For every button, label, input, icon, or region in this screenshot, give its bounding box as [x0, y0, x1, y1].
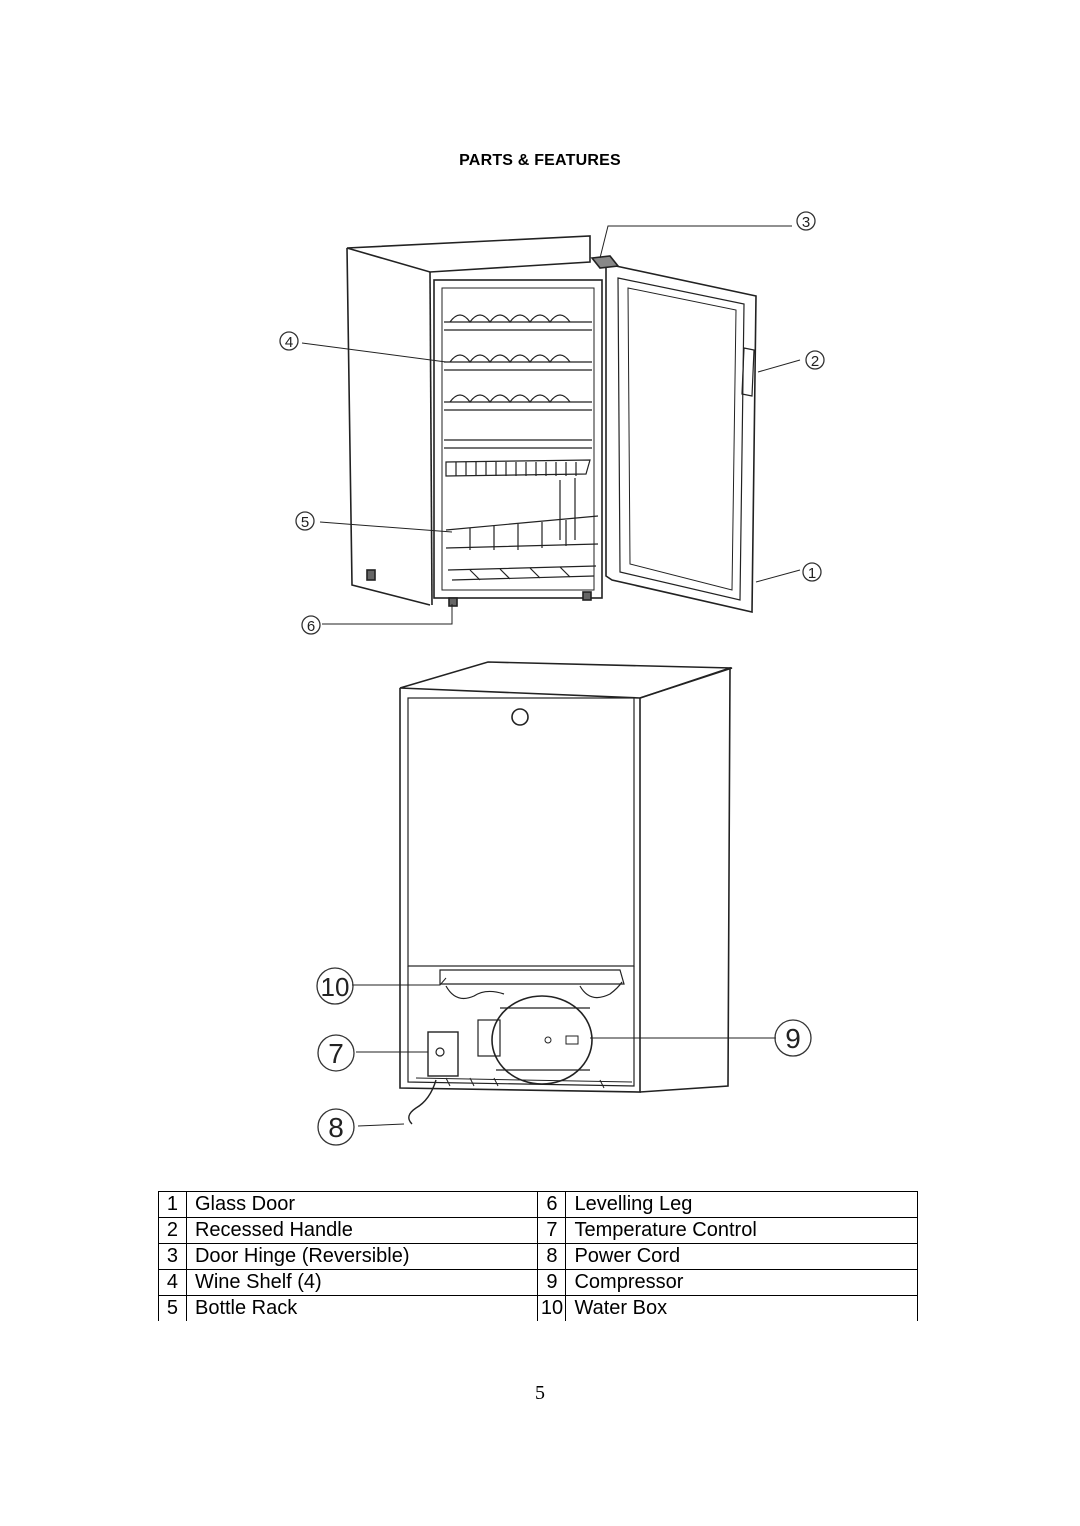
part-number: 3: [158, 1243, 187, 1270]
part-name: Bottle Rack: [185, 1295, 538, 1321]
part-number: 8: [537, 1243, 566, 1270]
part-name: Levelling Leg: [565, 1191, 918, 1218]
part-name: Water Box: [565, 1295, 918, 1321]
front-view-illustration: [301, 225, 801, 625]
part-number: 4: [158, 1269, 187, 1296]
callout-2-label: 2: [811, 353, 819, 370]
callout-6-marker: [301, 615, 321, 635]
callout-8-label: 8: [328, 1112, 344, 1143]
callout-4-label: 4: [285, 334, 293, 351]
callout-5-marker: [295, 511, 315, 531]
callout-9-label: 9: [785, 1023, 801, 1054]
part-name: Recessed Handle: [185, 1217, 538, 1244]
callout-10-label: 10: [321, 972, 350, 1002]
callout-3-marker: [796, 211, 816, 231]
callout-7-marker: [317, 1034, 355, 1072]
part-number: 5: [158, 1295, 187, 1321]
part-name: Compressor: [565, 1269, 918, 1296]
callout-1-label: 1: [808, 565, 816, 582]
parts-diagram: 3 4 2 5 1 6 10 7 8 9: [279, 211, 825, 1146]
part-number: 2: [158, 1217, 187, 1244]
table-row: 4 Wine Shelf (4) 9 Compressor: [158, 1269, 918, 1296]
part-name: Door Hinge (Reversible): [185, 1243, 538, 1270]
callout-8-marker: [317, 1108, 355, 1146]
part-name: Temperature Control: [565, 1217, 918, 1244]
part-number: 1: [158, 1191, 187, 1218]
part-number: 7: [537, 1217, 566, 1244]
part-name: Wine Shelf (4): [185, 1269, 538, 1296]
part-name: Power Cord: [565, 1243, 918, 1270]
back-view-illustration: [352, 661, 776, 1127]
callout-6-label: 6: [307, 618, 315, 635]
callout-7-label: 7: [328, 1038, 344, 1069]
table-row: 2 Recessed Handle 7 Temperature Control: [158, 1217, 918, 1244]
part-name: Glass Door: [185, 1191, 538, 1218]
page-number: 5: [535, 1382, 545, 1404]
part-number: 6: [537, 1191, 566, 1218]
callout-1-marker: [802, 562, 822, 582]
page-title: PARTS & FEATURES: [459, 152, 621, 169]
callout-4-marker: [279, 331, 299, 351]
callout-10-marker: [316, 967, 354, 1005]
callout-9-marker: [774, 1019, 812, 1057]
callout-5-label: 5: [301, 514, 309, 531]
callout-2-marker: [805, 350, 825, 370]
table-row: 5 Bottle Rack 10 Water Box: [158, 1295, 918, 1321]
callout-3-label: 3: [802, 214, 810, 231]
parts-legend-table: 1 Glass Door 6 Levelling Leg 2 Recessed …: [158, 1191, 918, 1321]
part-number: 9: [537, 1269, 566, 1296]
part-number: 10: [537, 1295, 566, 1321]
table-row: 3 Door Hinge (Reversible) 8 Power Cord: [158, 1243, 918, 1270]
table-row: 1 Glass Door 6 Levelling Leg: [158, 1191, 918, 1218]
